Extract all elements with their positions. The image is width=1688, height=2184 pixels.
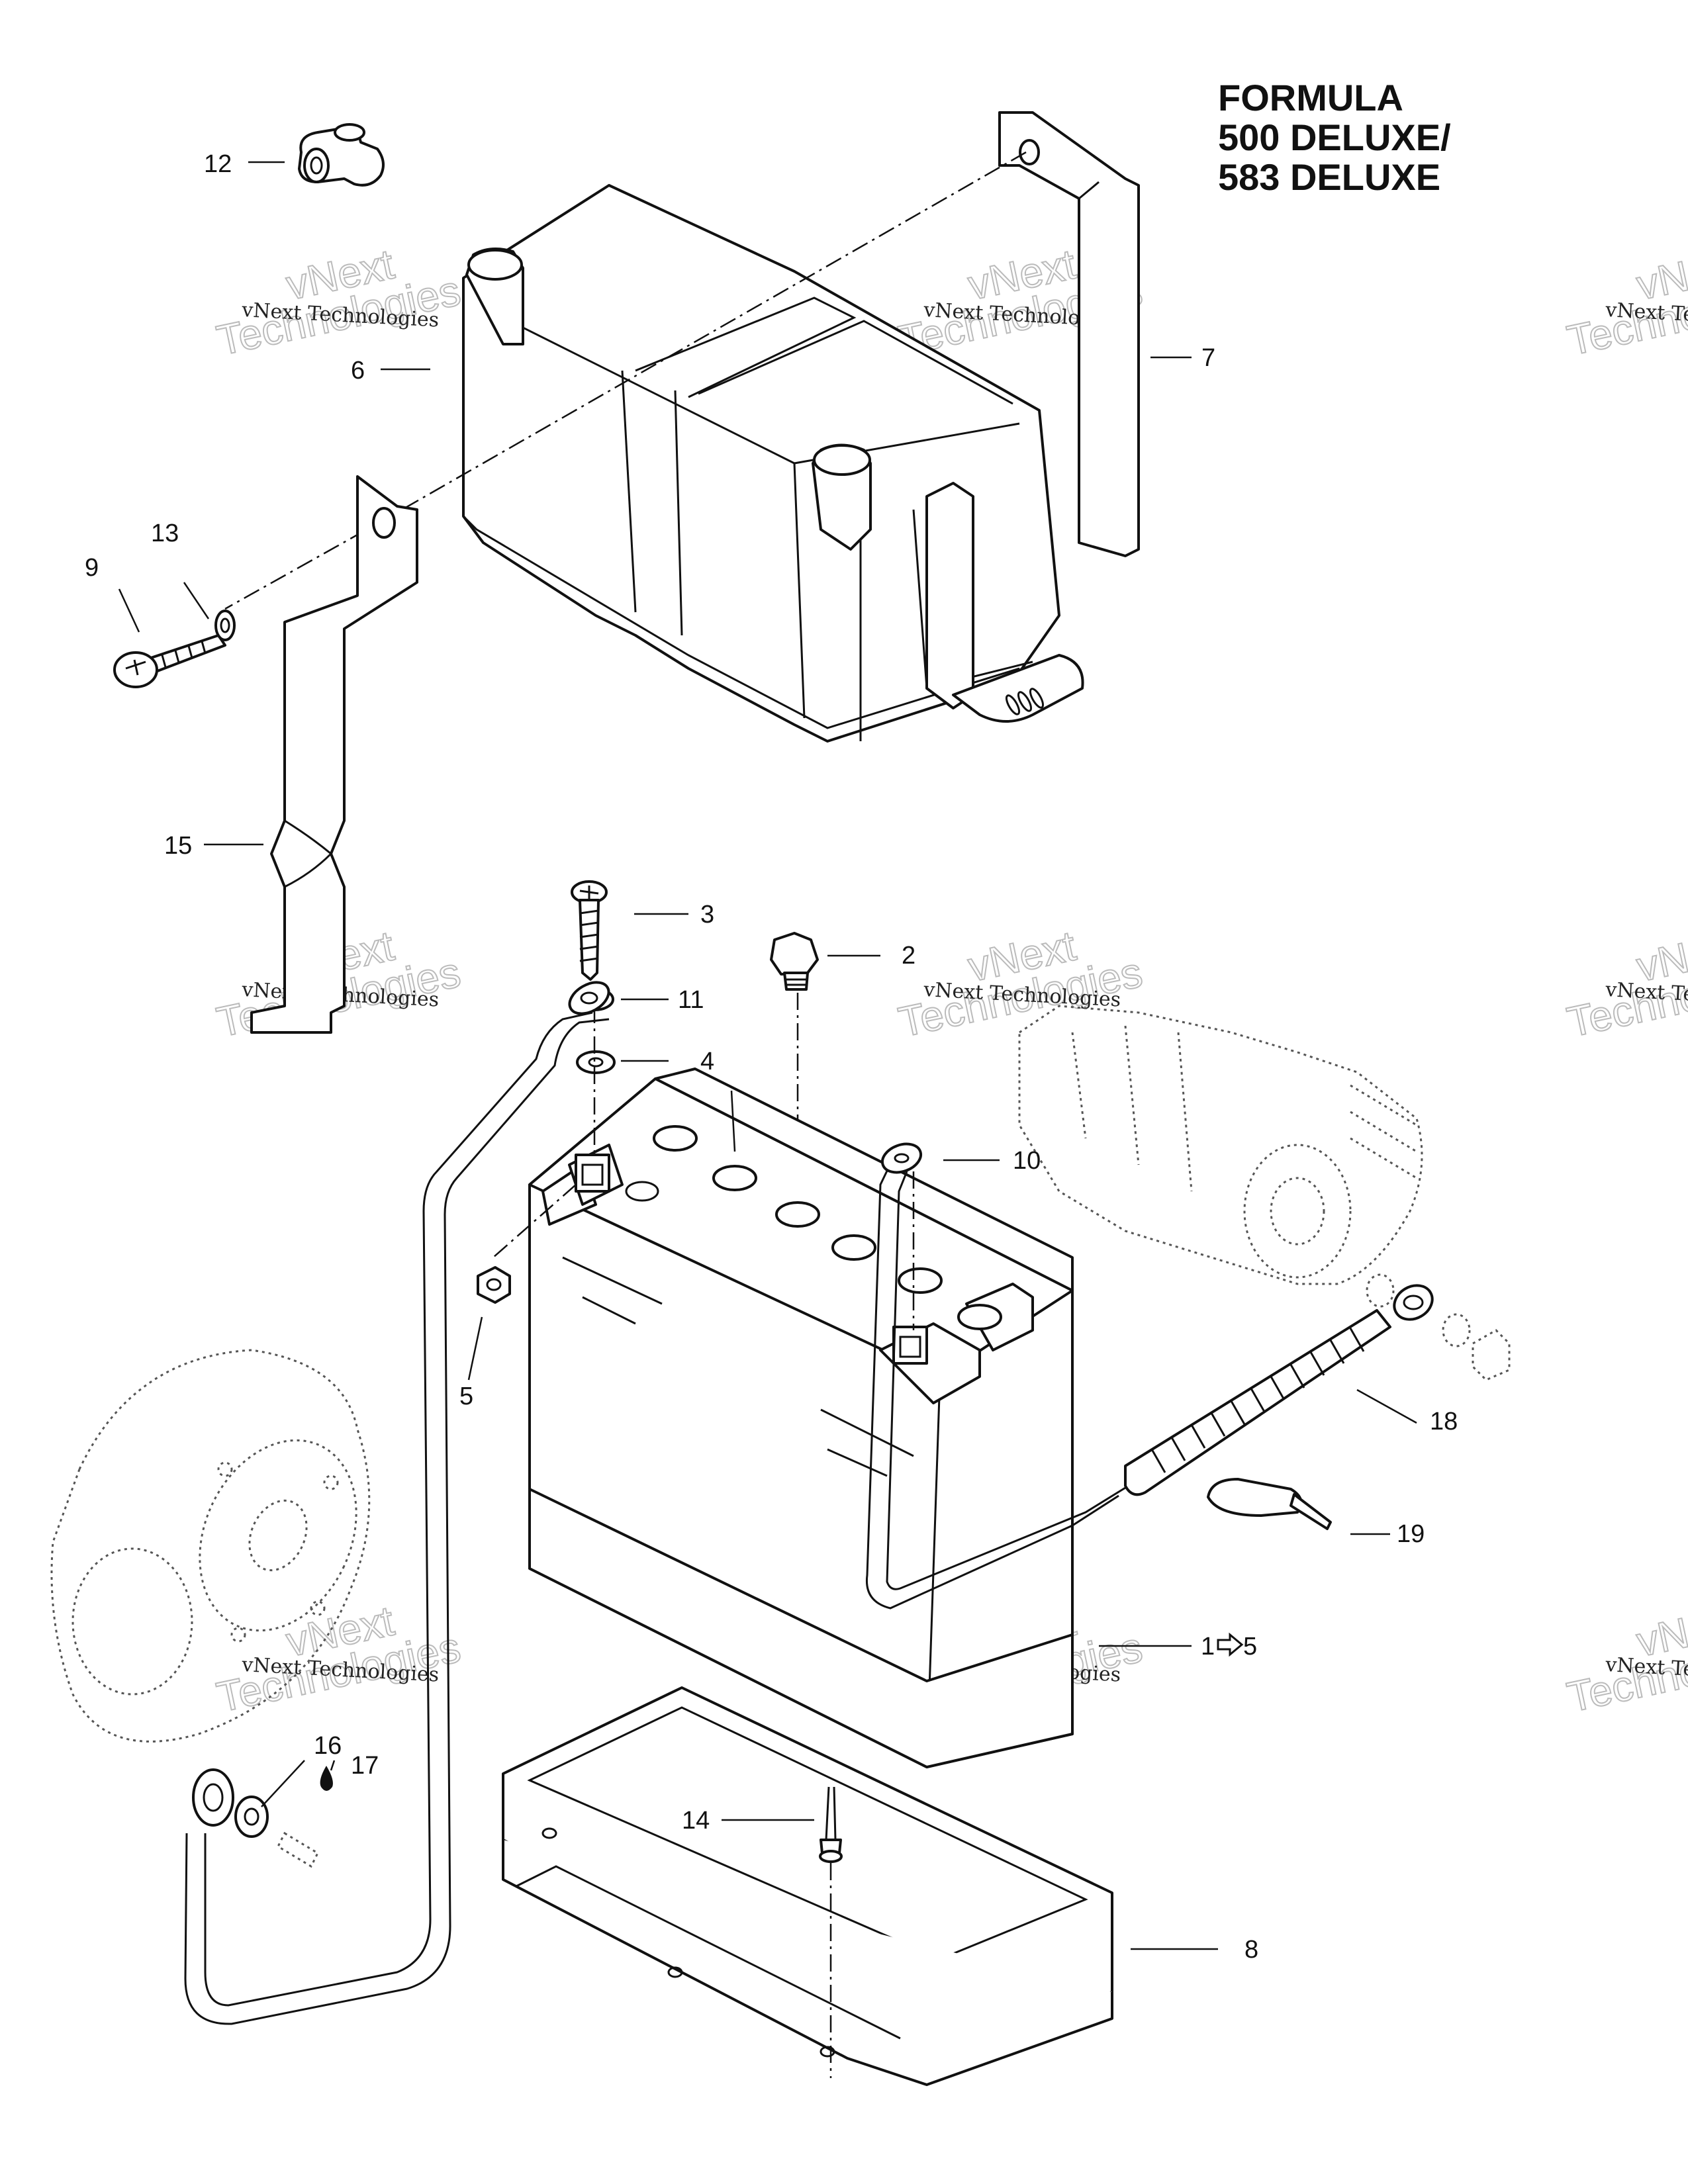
callout-4: 4 [700,1048,714,1075]
callout-3: 3 [700,901,714,929]
battery-terminal-negative [575,1154,610,1193]
part-14-rivet [819,1786,843,1863]
battery-terminal-positive [892,1326,928,1365]
nut-axis-line [492,1184,577,1258]
watermark: vNext Technologies [212,240,465,365]
callout-17: 17 [351,1752,379,1780]
part-9-screw [113,634,226,688]
callout-1-number: 1 [1201,1633,1215,1661]
reference-flywheel-housing [50,1349,371,1743]
part-8-battery-tray [502,1686,1113,2086]
part-5-nut [477,1266,511,1304]
ground-cable [184,981,610,2025]
callout-19: 19 [1397,1520,1425,1548]
arrow-right-icon [1217,1632,1244,1657]
reference-small-hardware [1366,1273,1511,1381]
title-line-1: FORMULA [1218,77,1403,118]
reference-starter-motor [1018,1005,1423,1285]
part-12-cap [298,123,385,187]
part-6-battery-cover [462,184,1084,743]
title-line-2: 500 DELUXE/ [1218,116,1451,158]
callout-5: 5 [459,1383,473,1410]
callout-8: 8 [1244,1936,1258,1964]
callout-1-range-end: 5 [1243,1633,1257,1661]
battery-cell-caps [653,1125,1002,1330]
callout-9: 9 [85,554,99,582]
part-13-washer [214,610,236,641]
part-15-bracket [250,475,418,1034]
part-16-washer [234,1796,319,1868]
callouts: 12 6 7 13 9 15 3 2 11 4 10 5 18 19 1 5 1… [85,150,1458,1964]
callout-2: 2 [902,942,915,970]
part-2-vent-cap [770,932,819,991]
callout-13: 13 [151,520,179,547]
title-line-3: 583 DELUXE [1218,156,1441,198]
watermark: vNext Technologies [1562,240,1688,365]
callout-11: 11 [678,986,704,1014]
watermark: vNext Technologies [1562,921,1688,1047]
watermark: vNext Technologies [1562,1596,1688,1722]
part-18-cable-sleeve [1124,1284,1434,1496]
leader-lines [118,161,1417,1950]
callout-1: 1 5 [1201,1632,1257,1661]
part-19-cable-tie [1207,1478,1332,1530]
part-1-battery [528,1068,1074,1768]
part-10-cable [865,1142,1126,1610]
part-4-washer [576,1050,616,1074]
callout-16: 16 [314,1732,342,1760]
callout-15: 15 [164,832,192,860]
part-7-bracket [998,111,1140,557]
callout-7: 7 [1201,344,1215,372]
callout-12: 12 [204,150,232,178]
callout-14: 14 [682,1807,710,1835]
part-17-adhesive-drop-icon [320,1766,333,1791]
callout-18: 18 [1430,1408,1458,1435]
vent-slots [1005,688,1045,715]
part-3-bolt [571,880,608,981]
diagram-title: FORMULA 500 DELUXE/ 583 DELUXE [1218,78,1451,197]
callout-6: 6 [351,357,365,385]
callout-10: 10 [1013,1147,1041,1175]
